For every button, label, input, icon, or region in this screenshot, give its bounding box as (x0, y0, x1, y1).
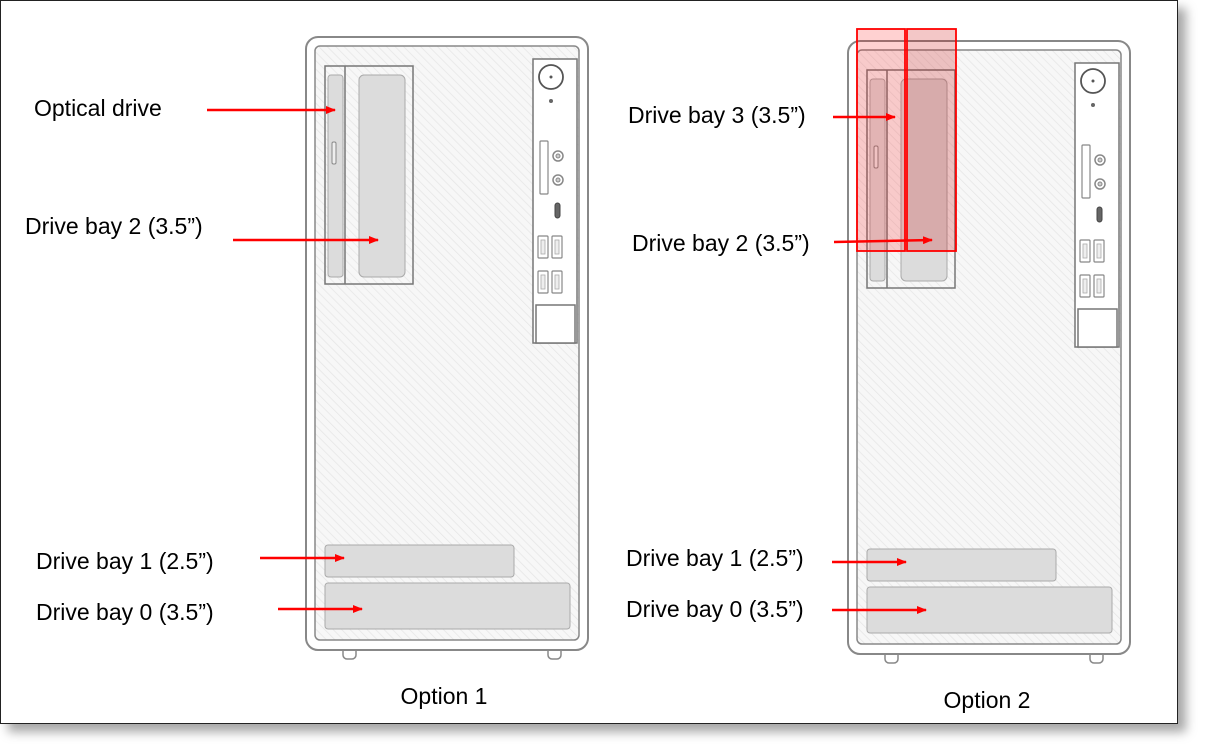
caption-option-2: Option 2 (944, 687, 1031, 713)
card-reader-slot (539, 140, 549, 195)
audio-jack-hole (1097, 181, 1103, 187)
drive-bay-0-cover (324, 582, 571, 630)
optical-eject-button (331, 141, 337, 165)
activity-led (549, 99, 553, 103)
drive-bay-2-cover (900, 78, 948, 282)
usb-a-port-tongue (1082, 278, 1088, 294)
activity-led (1091, 103, 1095, 107)
drive-bay-2-highlight (906, 28, 957, 252)
optical-drive-tray (327, 74, 344, 278)
usb-c-port (554, 202, 561, 219)
arrows (207, 106, 933, 614)
card-reader-slot (1081, 144, 1091, 199)
usb-a-port-tongue (554, 274, 560, 290)
label-optical-drive: Optical drive (34, 95, 162, 121)
front-panel-cover (1077, 308, 1118, 348)
optical-eject-button (873, 145, 879, 169)
usb-a-port-tongue (1096, 243, 1102, 259)
usb-a-port-tongue (1082, 243, 1088, 259)
upper-bay-cage (324, 65, 414, 285)
label-drive-bay-1: Drive bay 1 (2.5”) (36, 548, 214, 574)
drive-bay-3-highlight (856, 28, 906, 252)
drive-bay-1-cover (866, 548, 1057, 582)
usb-a-port-tongue (540, 274, 546, 290)
tower-option-1 (305, 36, 589, 660)
label-drive-bay-2: Drive bay 2 (3.5”) (25, 213, 203, 239)
power-button-dot (1091, 79, 1095, 83)
audio-jack-hole (555, 153, 561, 159)
power-button-dot (549, 75, 553, 79)
optical-drive-tray (869, 78, 886, 282)
front-panel-cover (535, 304, 576, 344)
arrow-drive-bay-2 (833, 236, 933, 245)
audio-jack-hole (555, 177, 561, 183)
front-io-panel (1074, 62, 1120, 348)
usb-c-port (1096, 206, 1103, 223)
drive-bay-1-cover (324, 544, 515, 578)
label-drive-bay-1: Drive bay 1 (2.5”) (626, 545, 804, 571)
caption-option-1: Option 1 (401, 683, 488, 709)
drive-bay-2-cover (358, 74, 406, 278)
label-drive-bay-0: Drive bay 0 (3.5”) (626, 596, 804, 622)
front-io-panel (532, 58, 578, 344)
label-drive-bay-2: Drive bay 2 (3.5”) (632, 230, 810, 256)
upper-bay-cage (866, 69, 956, 289)
tower-option-2 (847, 28, 1131, 664)
audio-jack-hole (1097, 157, 1103, 163)
usb-a-port-tongue (1096, 278, 1102, 294)
usb-a-port-tongue (540, 239, 546, 255)
label-drive-bay-3: Drive bay 3 (3.5”) (628, 102, 806, 128)
usb-a-port-tongue (554, 239, 560, 255)
label-drive-bay-0: Drive bay 0 (3.5”) (36, 599, 214, 625)
